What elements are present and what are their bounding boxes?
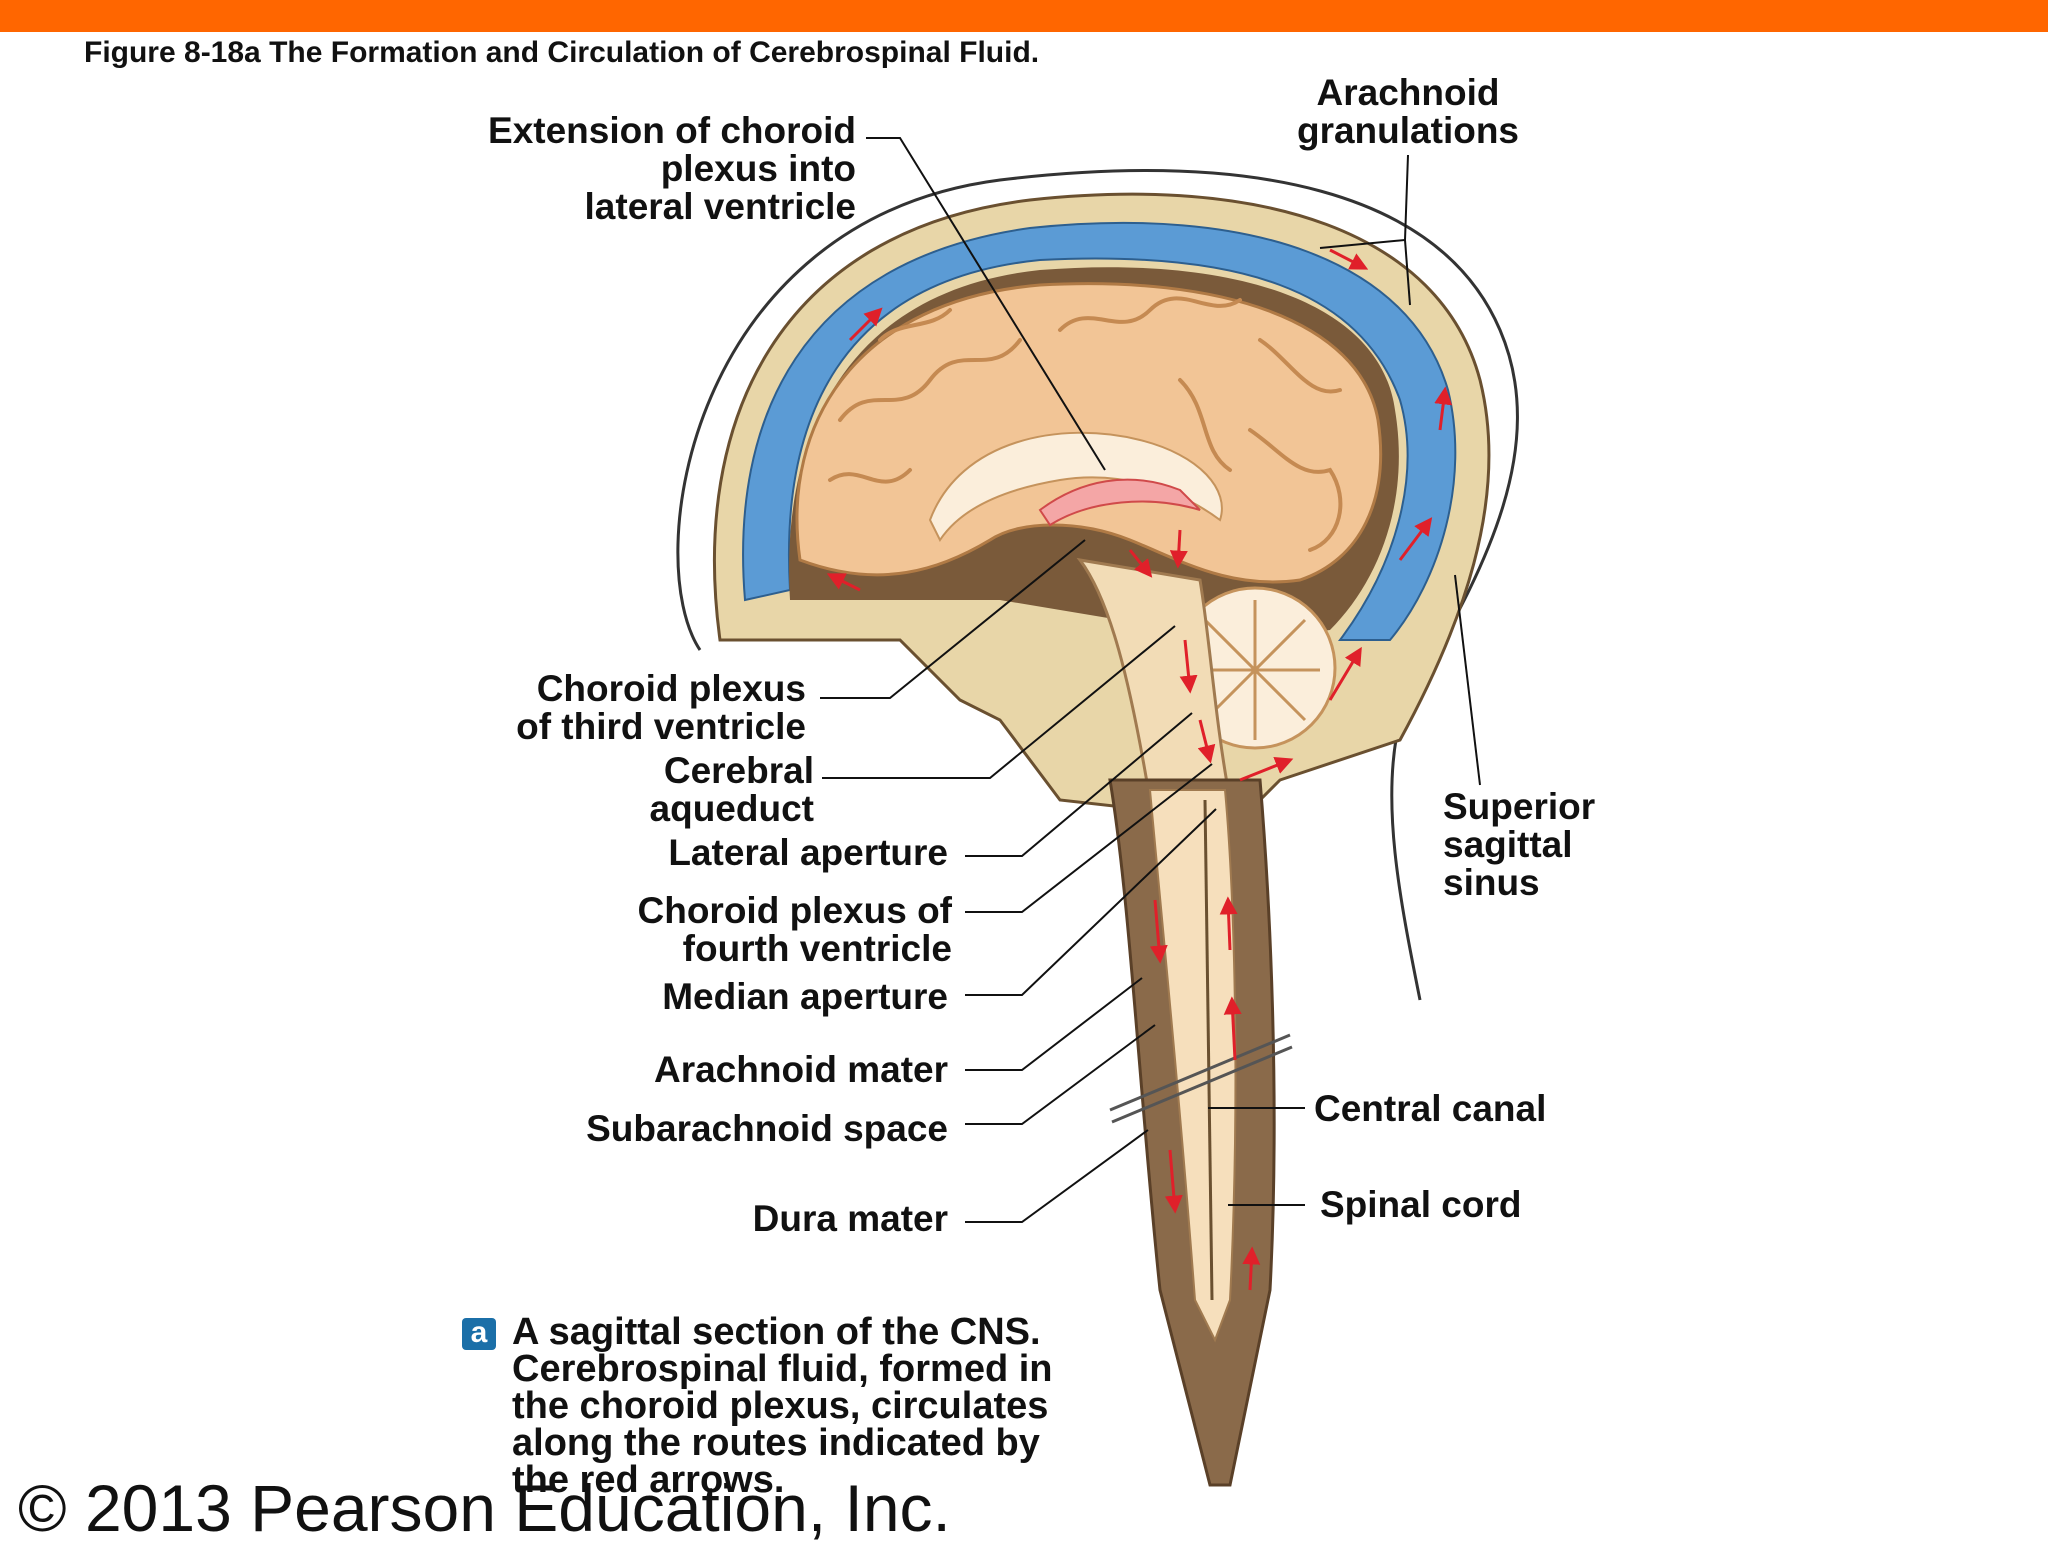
label-extension-choroid-plexus: Extension of choroid plexus into lateral… (488, 110, 856, 227)
label-median-aperture: Median aperture (662, 976, 948, 1017)
top-accent-bar (0, 0, 2048, 32)
section-break (1109, 1033, 1293, 1124)
cerebellum-folia (1190, 600, 1320, 740)
caption-line: the choroid plexus, circulates (512, 1385, 1049, 1427)
caption-line: A sagittal section of the CNS. (512, 1311, 1041, 1353)
label-arachnoid-mater: Arachnoid mater (653, 1049, 948, 1090)
caption-line: Cerebrospinal fluid, formed in (512, 1348, 1053, 1390)
part-letter-badge: a (462, 1318, 496, 1350)
label-choroid-plexus-third-ventricle: Choroid plexus of third ventricle (516, 668, 806, 747)
central-canal (1203, 799, 1214, 1301)
csf-flow-arrows (826, 248, 1453, 1291)
label-central-canal: Central canal (1314, 1088, 1547, 1129)
caption-line: the red arrows. (512, 1459, 785, 1501)
label-dura-mater: Dura mater (752, 1198, 948, 1239)
gyri-lines (828, 296, 1343, 552)
label-lateral-aperture: Lateral aperture (668, 832, 948, 873)
caption-line: along the routes indicated by (512, 1422, 1040, 1464)
label-superior-sagittal-sinus: Superior sagittal sinus (1443, 786, 1596, 903)
superior-sagittal-sinus-shape (742, 221, 1457, 641)
choroid-plexus-lateral (1038, 478, 1201, 527)
label-arachnoid-granulations: Arachnoid granulations (1296, 72, 1520, 151)
label-subarachnoid-space: Subarachnoid space (586, 1108, 948, 1149)
label-spinal-cord: Spinal cord (1320, 1184, 1522, 1225)
corpus-callosum (928, 431, 1223, 542)
copyright-notice: © 2013 Pearson Education, Inc. (18, 1471, 951, 1545)
leader-lines (820, 137, 1481, 1223)
label-choroid-plexus-fourth-ventricle: Choroid plexus of fourth ventricle (637, 890, 953, 969)
figure-title: Figure 8-18a The Formation and Circulati… (84, 36, 1040, 69)
label-cerebral-aqueduct: Cerebral aqueduct (649, 750, 814, 829)
figure-caption: A sagittal section of the CNS. Cerebrosp… (512, 1311, 1152, 1501)
